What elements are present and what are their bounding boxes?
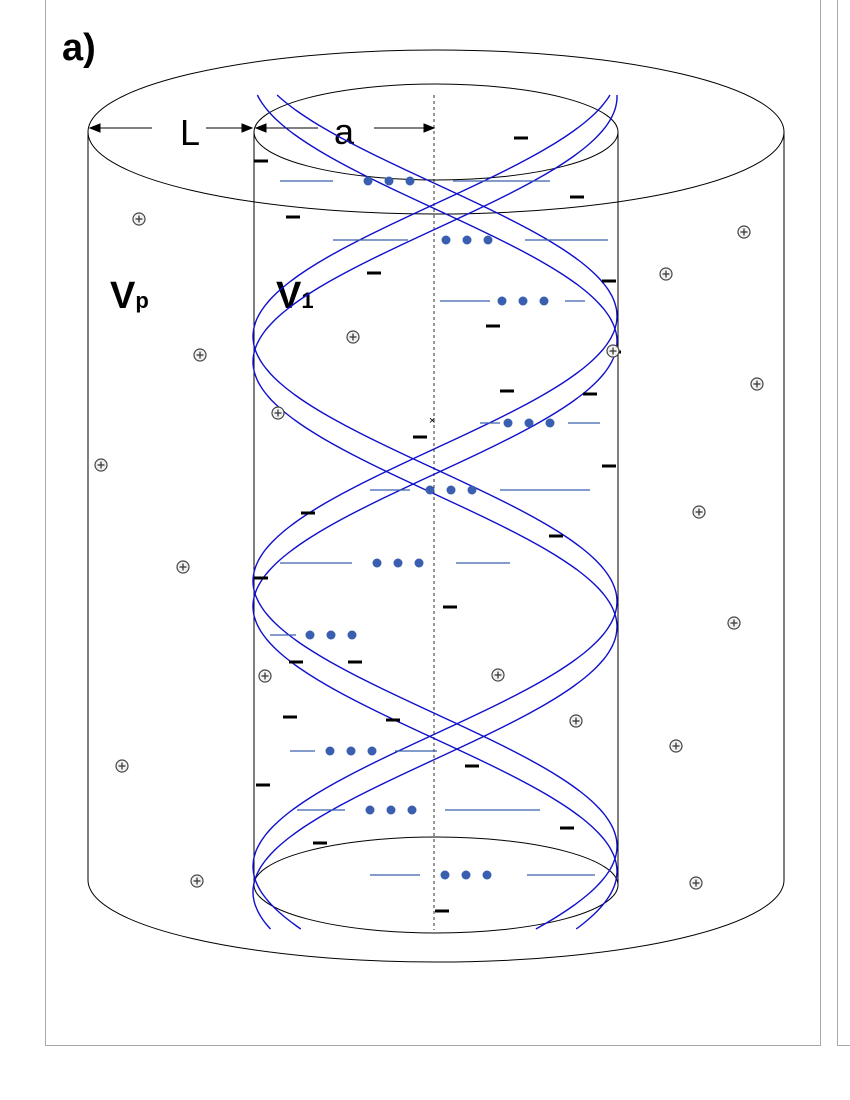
counter-ions <box>94 212 764 890</box>
base-pair-dot <box>363 176 373 186</box>
positive-ion-icon <box>190 874 204 888</box>
inner-cylinder-top <box>253 83 619 181</box>
base-pair-dot <box>497 296 507 306</box>
base-pair-dot <box>405 176 415 186</box>
base-pair-dot <box>425 485 435 495</box>
base-pair-dot <box>384 176 394 186</box>
base-pair-dot <box>461 870 471 880</box>
label-V1-main: V <box>276 275 302 317</box>
outer-cylinder-bottom <box>87 879 785 963</box>
base-pair-dot <box>539 296 549 306</box>
base-pair-dot <box>440 870 450 880</box>
positive-ion-icon <box>258 669 272 683</box>
phosphate-charges <box>254 136 621 913</box>
base-pair <box>290 746 437 756</box>
base-pair <box>280 176 550 186</box>
helix-strand-2b <box>252 94 618 930</box>
positive-ion-icon <box>727 616 741 630</box>
base-pair-dot <box>482 870 492 880</box>
base-pair-dot <box>441 235 451 245</box>
positive-ion-icon <box>669 739 683 753</box>
adjacent-panel-frame <box>837 0 850 1046</box>
label-Vp-sub: p <box>135 288 148 313</box>
base-pair-dot <box>503 418 513 428</box>
base-pair-dot <box>393 558 403 568</box>
base-pair-dot <box>367 746 377 756</box>
base-pair <box>280 558 510 568</box>
panel-label: a) <box>62 27 96 69</box>
base-pair <box>480 418 600 428</box>
positive-ion-icon <box>569 714 583 728</box>
helix-strand-1a <box>252 94 618 930</box>
positive-ion-icon <box>94 458 108 472</box>
base-pair-dot <box>346 746 356 756</box>
label-Vp-main: V <box>110 275 136 317</box>
base-pair <box>270 630 357 640</box>
label-V1: V1 <box>276 275 314 317</box>
positive-ion-icon <box>193 348 207 362</box>
base-pair <box>297 805 540 815</box>
dimension-a <box>254 123 436 133</box>
base-pair <box>440 296 585 306</box>
base-pair-dot <box>365 805 375 815</box>
label-V1-sub: 1 <box>301 288 313 313</box>
positive-ion-icon <box>689 876 703 890</box>
positive-ion-icon <box>659 267 673 281</box>
base-pair-dot <box>325 746 335 756</box>
panel-frame <box>45 0 821 1046</box>
base-pair-dot <box>407 805 417 815</box>
base-pair <box>370 485 590 495</box>
label-L: L <box>180 112 200 153</box>
base-pair-dot <box>483 235 493 245</box>
positive-ion-icon <box>491 668 505 682</box>
base-pair-dot <box>386 805 396 815</box>
inner-cylinder-bottom <box>253 836 619 934</box>
positive-ion-icon <box>271 406 285 420</box>
base-pair-dot <box>467 485 477 495</box>
base-pair-dot <box>545 418 555 428</box>
base-pairs <box>270 176 608 880</box>
positive-ion-icon <box>176 560 190 574</box>
base-pair-dot <box>372 558 382 568</box>
dimension-L <box>88 123 254 133</box>
base-pair-dot <box>347 630 357 640</box>
label-a: a <box>334 111 355 152</box>
base-pair <box>370 870 595 880</box>
positive-ion-icon <box>692 505 706 519</box>
base-pair-dot <box>462 235 472 245</box>
base-pair-dot <box>414 558 424 568</box>
helix-strand-2a <box>252 95 618 930</box>
positive-ion-icon <box>750 377 764 391</box>
positive-ion-icon <box>606 344 620 358</box>
outer-cylinder <box>87 49 785 963</box>
positive-ion-icon <box>132 212 146 226</box>
base-pair <box>333 235 608 245</box>
base-pair-dot <box>446 485 456 495</box>
base-pair-dot <box>326 630 336 640</box>
positive-ion-icon <box>346 330 360 344</box>
base-pair-dot <box>305 630 315 640</box>
positive-ion-icon <box>115 759 129 773</box>
positive-ion-icon <box>737 225 751 239</box>
axis-center-mark: × <box>429 415 435 427</box>
base-pair-dot <box>524 418 534 428</box>
label-Vp: Vp <box>110 275 149 317</box>
base-pair-dot <box>518 296 528 306</box>
